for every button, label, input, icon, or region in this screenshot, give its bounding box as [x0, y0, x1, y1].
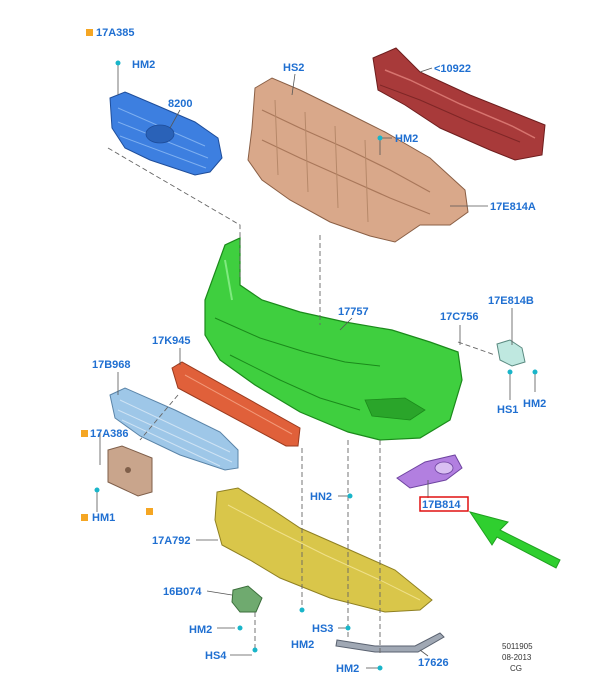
- lower-grille: [109, 387, 239, 471]
- label-17b814: 17B814: [422, 499, 461, 511]
- fastener-pin: [347, 493, 353, 499]
- highlight-box: [419, 496, 469, 512]
- label-hm2-bottom: HM2: [336, 663, 359, 675]
- fastener-pin: [377, 135, 383, 141]
- fastener-pin: [115, 60, 121, 66]
- label-hs4: HS4: [205, 650, 227, 662]
- label-17e814b: 17E814B: [488, 295, 534, 307]
- leader-8200: [169, 109, 181, 129]
- label-hm2-bracket: HM2: [395, 133, 418, 145]
- reference-number: 5011905: [502, 642, 533, 651]
- leader-17757: [339, 317, 353, 331]
- label-hs2: HS2: [283, 62, 304, 74]
- marker-square-icon: [86, 29, 93, 36]
- reference-date: 08-2013: [502, 653, 532, 662]
- bumper-upper-bracket: [247, 77, 469, 243]
- marker-square-icon: [81, 514, 88, 521]
- label-17757: 17757: [338, 306, 369, 318]
- label-hm2-center: HM2: [291, 639, 314, 651]
- fastener-pin: [532, 369, 538, 375]
- fastener-pin: [237, 625, 243, 631]
- fog-lamp-bezel: [396, 454, 463, 489]
- label-8200: 8200: [168, 98, 192, 110]
- marker-square-icon: [146, 508, 153, 515]
- label-17626: 17626: [418, 657, 449, 669]
- label-hm1: HM1: [92, 512, 115, 524]
- marker-square-icon: [81, 430, 88, 437]
- leader-16b074: [206, 590, 233, 596]
- leader-17626: [419, 649, 429, 657]
- assembly-line-grille: [107, 147, 241, 280]
- label-17c756: 17C756: [440, 311, 479, 323]
- label-10922: <10922: [434, 63, 471, 75]
- leader-10922: [419, 67, 433, 73]
- splash-shield: [214, 487, 433, 613]
- pointer-arrow-icon: [468, 511, 561, 569]
- assembly-line-side-bracket: [457, 341, 496, 356]
- label-17a385: 17A385: [96, 27, 135, 39]
- label-17b968: 17B968: [92, 359, 131, 371]
- fastener-pin: [507, 369, 513, 375]
- label-hm2-top-left: HM2: [132, 59, 155, 71]
- label-17a386: 17A386: [90, 428, 129, 440]
- bumper-cover: [204, 237, 463, 441]
- assembly-line-lower-grille: [139, 394, 179, 441]
- label-hs3: HS3: [312, 623, 333, 635]
- fastener-pin: [377, 665, 383, 671]
- side-bracket-right: [496, 339, 526, 367]
- fastener-pin: [252, 647, 258, 653]
- label-16b074: 16B074: [163, 586, 202, 598]
- lower-grille-strip: [171, 361, 301, 447]
- label-17k945: 17K945: [152, 335, 191, 347]
- label-hn2: HN2: [310, 491, 332, 503]
- fastener-pin: [94, 487, 100, 493]
- label-hs1: HS1: [497, 404, 518, 416]
- air-deflector: [231, 585, 263, 613]
- upper-grille: [109, 91, 223, 176]
- label-17e814a: 17E814A: [490, 201, 536, 213]
- reference-code: CG: [510, 664, 522, 673]
- label-17a792: 17A792: [152, 535, 191, 547]
- lower-moulding: [335, 632, 445, 653]
- leader-hs2: [291, 73, 296, 96]
- label-hm2-deflector: HM2: [189, 624, 212, 636]
- fastener-pin: [299, 607, 305, 613]
- grille-bracket-left: [107, 445, 153, 497]
- fastener-pin: [345, 625, 351, 631]
- label-hm2-right: HM2: [523, 398, 546, 410]
